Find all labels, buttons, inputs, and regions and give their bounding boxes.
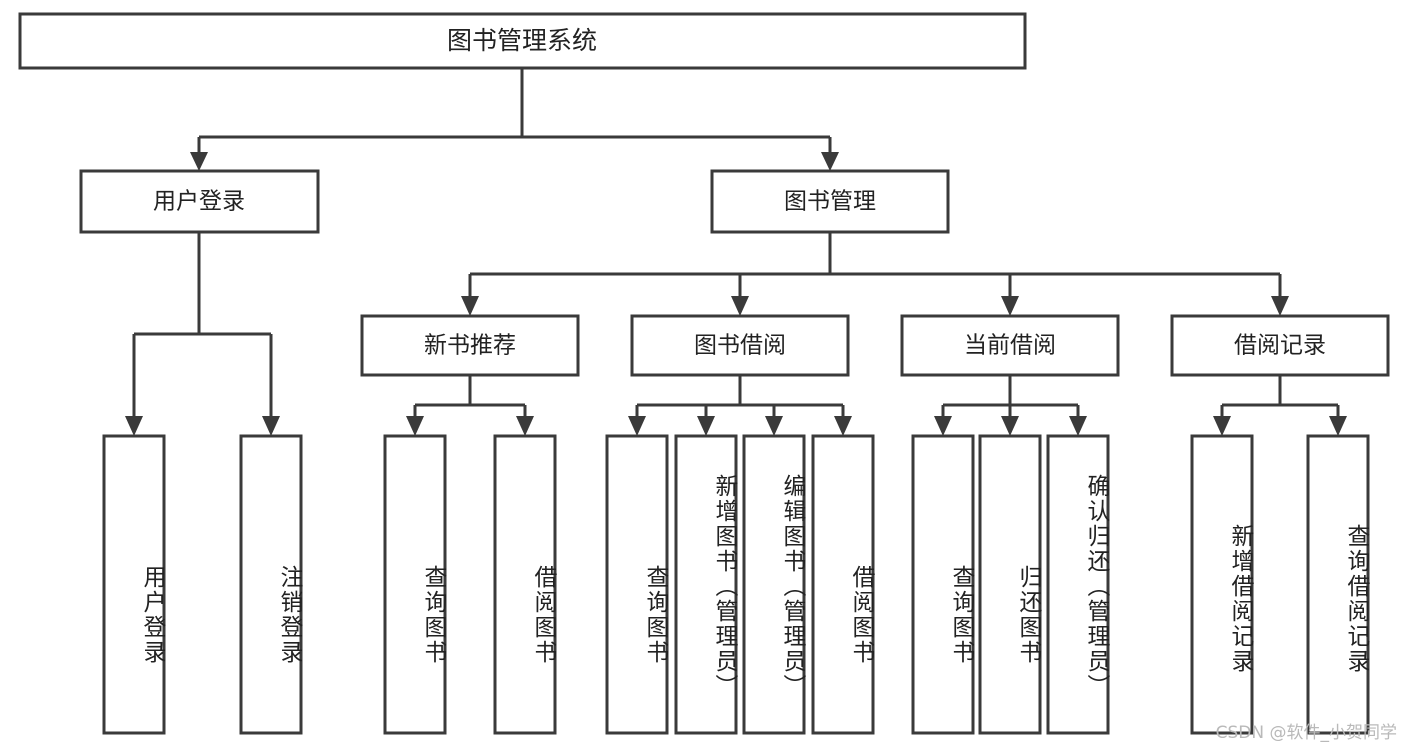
- arrow-head-leaf-user-login: [125, 416, 143, 436]
- node-root-system-label: 图书管理系统: [447, 26, 597, 55]
- arrow-head-leaf-return-book: [1001, 416, 1019, 436]
- csdn-watermark: CSDN @软件_小贺同学: [1215, 723, 1397, 743]
- arrow-head-new-book-recommend: [461, 296, 479, 316]
- arrow-head-book-borrow: [731, 296, 749, 316]
- node-book-borrow-box[interactable]: [630, 314, 850, 377]
- leaf-box-query-book-1[interactable]: [383, 434, 447, 735]
- leaf-box-query-book-2[interactable]: [605, 434, 669, 735]
- node-book-borrow[interactable]: 图书借阅: [630, 314, 850, 377]
- leaf-box-user-logout[interactable]: [239, 434, 303, 735]
- node-current-borrow-box[interactable]: [900, 314, 1120, 377]
- node-borrow-record-box[interactable]: [1170, 314, 1390, 377]
- node-book-manage-box[interactable]: [710, 169, 950, 234]
- leaf-box-add-book[interactable]: [674, 434, 738, 735]
- arrow-head-user-login: [190, 152, 208, 171]
- arrow-head-leaf-query-book-3: [934, 416, 952, 436]
- arrow-head-leaf-add-borrow-record: [1213, 416, 1231, 436]
- node-user-login[interactable]: 用户登录: [79, 169, 320, 234]
- node-new-book-recommend-label: 新书推荐: [424, 333, 516, 359]
- leaf-box-borrow-book-1[interactable]: [493, 434, 557, 735]
- node-user-login-label: 用户登录: [153, 189, 245, 215]
- node-user-login-box[interactable]: [79, 169, 320, 234]
- leaf-box-borrow-book-2[interactable]: [811, 434, 875, 735]
- connectors-group: [125, 69, 1347, 436]
- node-borrow-record[interactable]: 借阅记录: [1170, 314, 1390, 377]
- arrow-head-leaf-user-logout: [262, 416, 280, 436]
- arrow-head-leaf-borrow-book-2: [834, 416, 852, 436]
- node-borrow-record-label: 借阅记录: [1234, 333, 1326, 359]
- leaf-box-add-borrow-record[interactable]: [1190, 434, 1254, 735]
- node-new-book-recommend[interactable]: 新书推荐: [360, 314, 580, 377]
- node-book-manage-label: 图书管理: [784, 189, 876, 215]
- leaf-box-confirm-return[interactable]: [1046, 434, 1110, 735]
- arrow-head-leaf-query-borrow-record: [1329, 416, 1347, 436]
- node-new-book-recommend-box[interactable]: [360, 314, 580, 377]
- arrow-head-leaf-query-book-1: [406, 416, 424, 436]
- arrow-head-leaf-query-book-2: [628, 416, 646, 436]
- leaf-box-return-book[interactable]: [978, 434, 1042, 735]
- node-root-system-box[interactable]: [18, 12, 1027, 70]
- arrow-head-leaf-confirm-return: [1069, 416, 1087, 436]
- node-book-borrow-label: 图书借阅: [694, 333, 786, 359]
- leaf-box-query-book-3[interactable]: [911, 434, 975, 735]
- node-current-borrow[interactable]: 当前借阅: [900, 314, 1120, 377]
- arrow-head-borrow-record: [1271, 296, 1289, 316]
- arrow-head-leaf-borrow-book-1: [516, 416, 534, 436]
- node-book-manage[interactable]: 图书管理: [710, 169, 950, 234]
- arrow-head-current-borrow: [1001, 296, 1019, 316]
- arrow-head-leaf-edit-book: [765, 416, 783, 436]
- leaf-box-query-borrow-record[interactable]: [1306, 434, 1370, 735]
- arrow-head-book-manage: [821, 152, 839, 171]
- node-root-system[interactable]: 图书管理系统: [18, 12, 1027, 70]
- node-current-borrow-label: 当前借阅: [964, 333, 1056, 359]
- arrow-head-leaf-add-book: [697, 416, 715, 436]
- leaf-box-user-login[interactable]: [102, 434, 166, 735]
- leaf-box-edit-book[interactable]: [742, 434, 806, 735]
